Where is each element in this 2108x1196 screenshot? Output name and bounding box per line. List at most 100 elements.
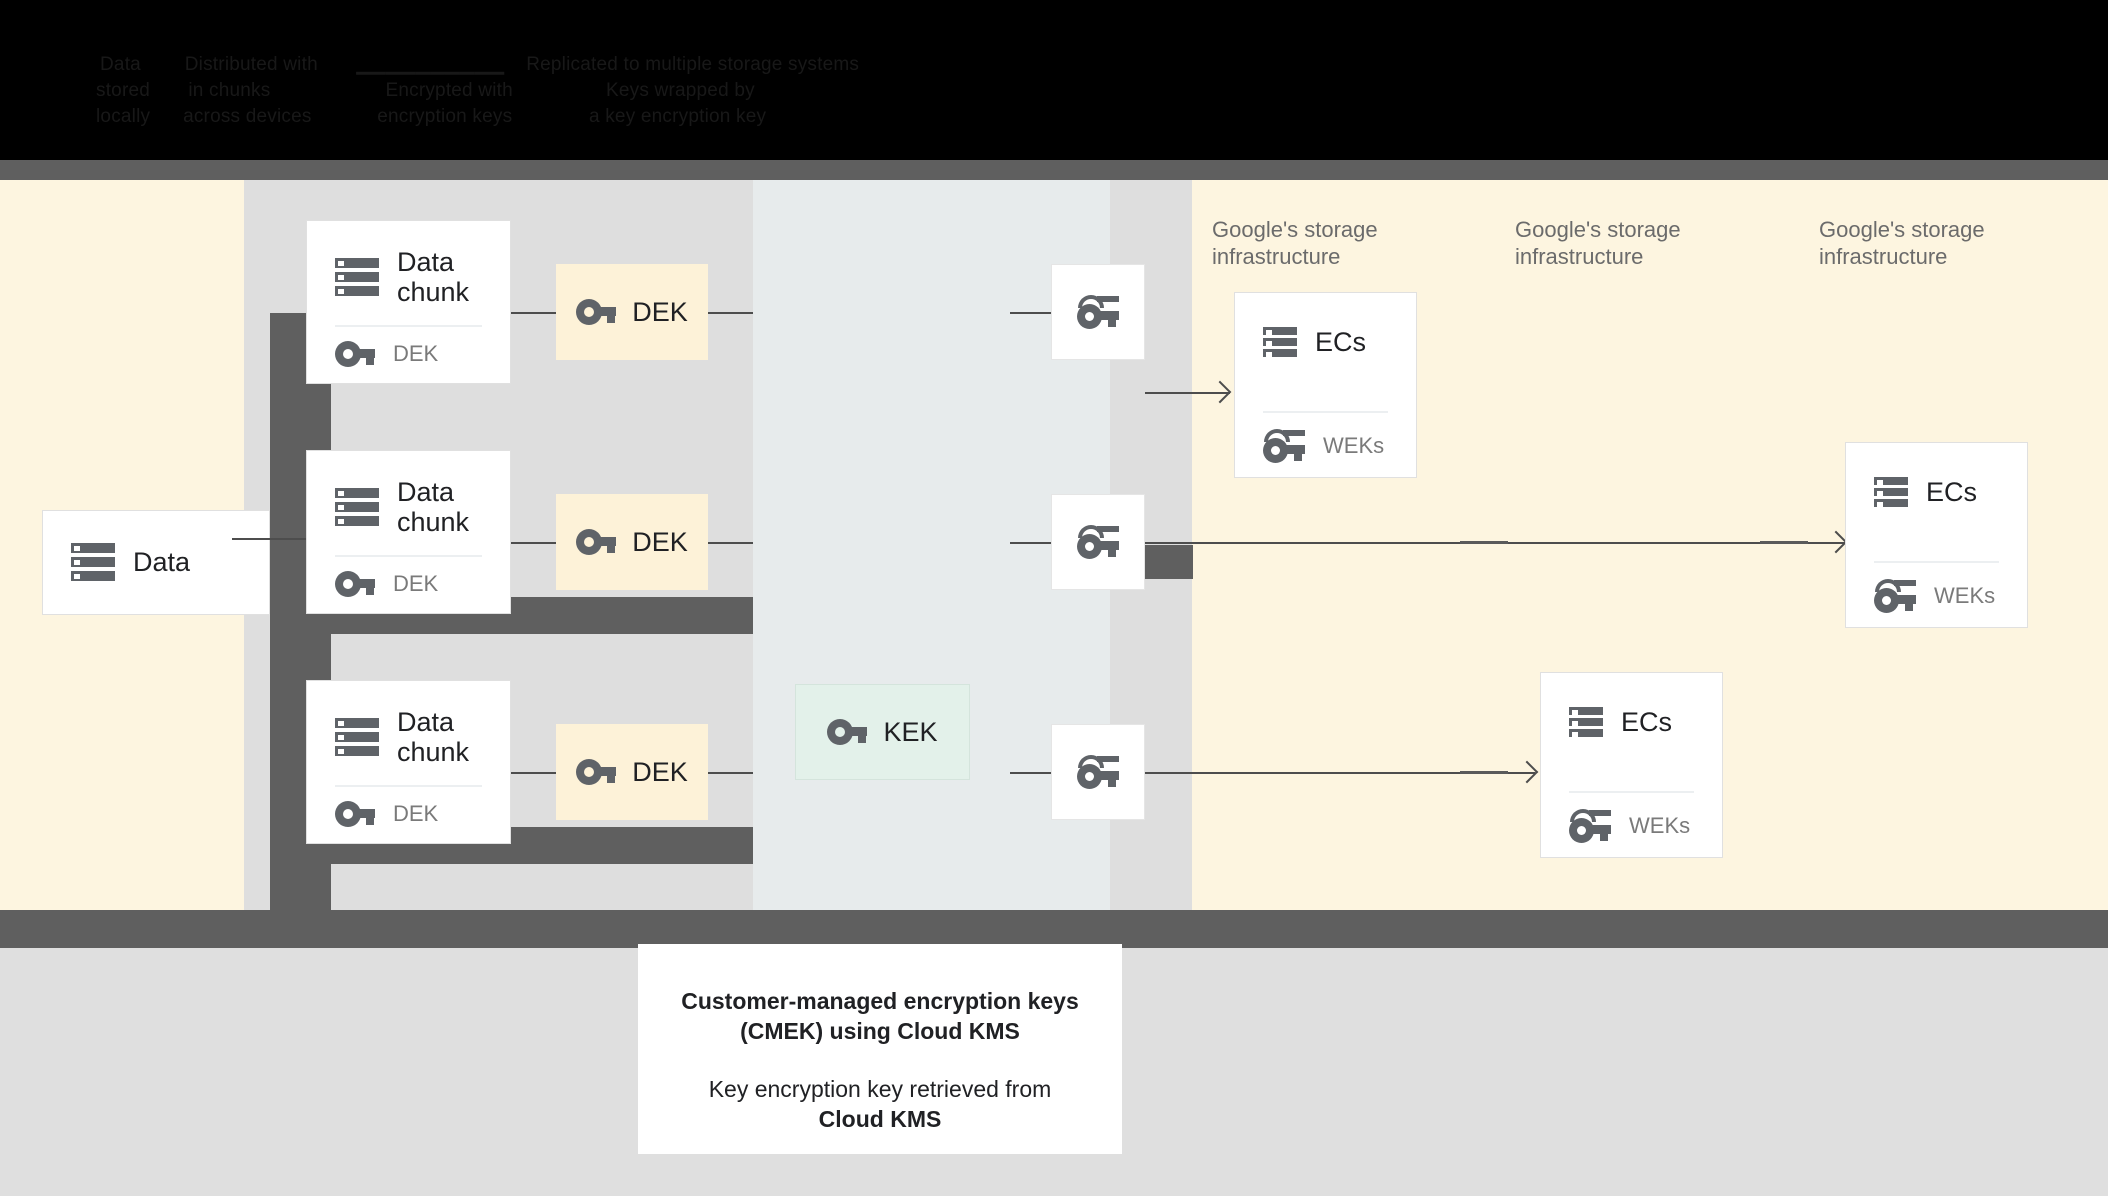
card-ec-2-title: ECs [1926,477,1978,507]
card-data-chunk-3-title: Data chunk [397,707,470,767]
double-key-icon [1874,579,1916,613]
double-key-icon [1569,809,1611,843]
card-divider [1263,411,1388,413]
card-data-chunk-1-title: Data chunk [397,247,470,307]
card-data-source[interactable]: Data [42,510,270,615]
tile-wrapped-key-2[interactable] [1051,494,1145,590]
key-icon [335,571,375,597]
arrow-line-to-ec-1 [1145,392,1230,394]
connector-dek2-out [708,542,753,544]
storage-icon [1263,327,1297,357]
header-text-line-2: stored in chunks Encrypted with Keys wra… [96,80,755,101]
card-ec-3-title: ECs [1621,707,1673,737]
tile-dek-2-label: DEK [632,526,688,557]
card-ec-3[interactable]: ECs WEKs [1540,672,1723,858]
connector-chunk3-to-dek3 [511,772,556,774]
arrow-line-segment-b [1760,541,1808,544]
header-text-line-3: locally across devices encryption keys a… [96,106,767,127]
card-data-chunk-2-sublabel: DEK [393,571,439,596]
column-caption-3: Google's storage infrastructure [1819,217,1985,269]
storage-icon [335,488,379,526]
card-ec-2-footer: WEKs [1874,579,1995,613]
card-divider [335,325,482,327]
card-data-chunk-1-sublabel: DEK [393,341,439,366]
card-data-chunk-3-header: Data chunk [307,681,510,767]
arrowhead-ec-3 [1515,760,1539,784]
storage-icon [1569,707,1603,737]
card-data-chunk-2-footer: DEK [335,571,438,597]
card-ec-2[interactable]: ECs WEKs [1845,442,2028,628]
caption-line-1: Customer-managed encryption keys [681,988,1079,1014]
caption-card: Customer-managed encryption keys (CMEK) … [638,944,1122,1154]
card-ec-2-sublabel: WEKs [1934,583,1996,608]
card-ec-1-title: ECs [1315,327,1367,357]
tile-dek-3-label: DEK [632,756,688,787]
tile-dek-3[interactable]: DEK [556,724,708,820]
tile-wrapped-key-1[interactable] [1051,264,1145,360]
storage-icon [335,258,379,296]
card-data-chunk-1-footer: DEK [335,341,438,367]
key-icon [827,719,868,745]
connector-into-wrapkey-3 [1010,772,1055,774]
storage-icon [71,543,115,581]
card-data-chunk-2[interactable]: Data chunk DEK [306,450,511,614]
column-caption-1: Google's storage infrastructure [1212,217,1378,269]
key-icon [335,801,375,827]
key-icon [576,759,617,785]
caption-line-4: Cloud KMS [818,1106,942,1132]
column-caption-2: Google's storage infrastructure [1515,217,1681,269]
card-data-chunk-3-sublabel: DEK [393,801,439,826]
card-data-chunk-2-header: Data chunk [307,451,510,537]
card-data-source-header: Data [43,511,269,581]
diagram-canvas: Google's storage infrastructure Google's… [0,180,2108,950]
card-divider [1874,561,1999,563]
double-key-icon [1263,429,1305,463]
card-divider [335,785,482,787]
connector-into-wrapkey-1 [1010,312,1055,314]
arrowhead-ec-2 [1824,530,1848,554]
card-ec-1-header: ECs [1235,293,1416,357]
connector-chunk2-to-dek2 [511,542,556,544]
connector-dek1-out [708,312,753,314]
card-data-source-title: Data [133,547,191,577]
card-data-chunk-3-footer: DEK [335,801,438,827]
connector-kek-to-wrapkey-2 [1010,542,1055,544]
tile-wrapped-key-3[interactable] [1051,724,1145,820]
card-divider [335,555,482,557]
storage-icon [1874,477,1908,507]
obscured-header-band: Data Distributed with ▁▁▁▁▁▁▁▁▁▁ Replica… [0,0,2108,160]
card-ec-3-sublabel: WEKs [1629,813,1691,838]
connector-dek3-out [708,772,753,774]
card-ec-3-footer: WEKs [1569,809,1690,843]
connector-data-to-brace [232,538,352,540]
key-icon [335,341,375,367]
connector-chunk1-to-dek1 [511,312,556,314]
card-data-chunk-3[interactable]: Data chunk DEK [306,680,511,844]
double-key-icon [1077,755,1119,789]
bottom-divider-bar [0,910,2108,948]
card-data-chunk-1[interactable]: Data chunk DEK [306,220,511,384]
card-ec-1-footer: WEKs [1263,429,1384,463]
card-ec-3-header: ECs [1541,673,1722,737]
card-divider [1569,791,1694,793]
arrowhead-ec-1 [1208,380,1232,404]
caption-line-2: (CMEK) using Cloud KMS [740,1018,1020,1044]
key-icon [576,299,617,325]
tile-dek-2[interactable]: DEK [556,494,708,590]
tile-dek-1[interactable]: DEK [556,264,708,360]
header-text-line-1: Data Distributed with ▁▁▁▁▁▁▁▁▁▁ Replica… [100,54,860,75]
arrow-line-segment-c [1460,771,1508,774]
double-key-icon [1077,295,1119,329]
toolbar-strip [0,160,2108,180]
card-ec-1[interactable]: ECs WEKs [1234,292,1417,478]
tile-kek-label: KEK [883,716,938,747]
card-data-chunk-1-header: Data chunk [307,221,510,307]
card-data-chunk-2-title: Data chunk [397,477,470,537]
key-icon [576,529,617,555]
tile-kek[interactable]: KEK [795,684,970,780]
tile-dek-1-label: DEK [632,296,688,327]
card-ec-2-header: ECs [1846,443,2027,507]
arrow-line-to-ec-3 [1145,772,1535,774]
caption-line-3: Key encryption key retrieved from [708,1076,1052,1102]
storage-icon [335,718,379,756]
